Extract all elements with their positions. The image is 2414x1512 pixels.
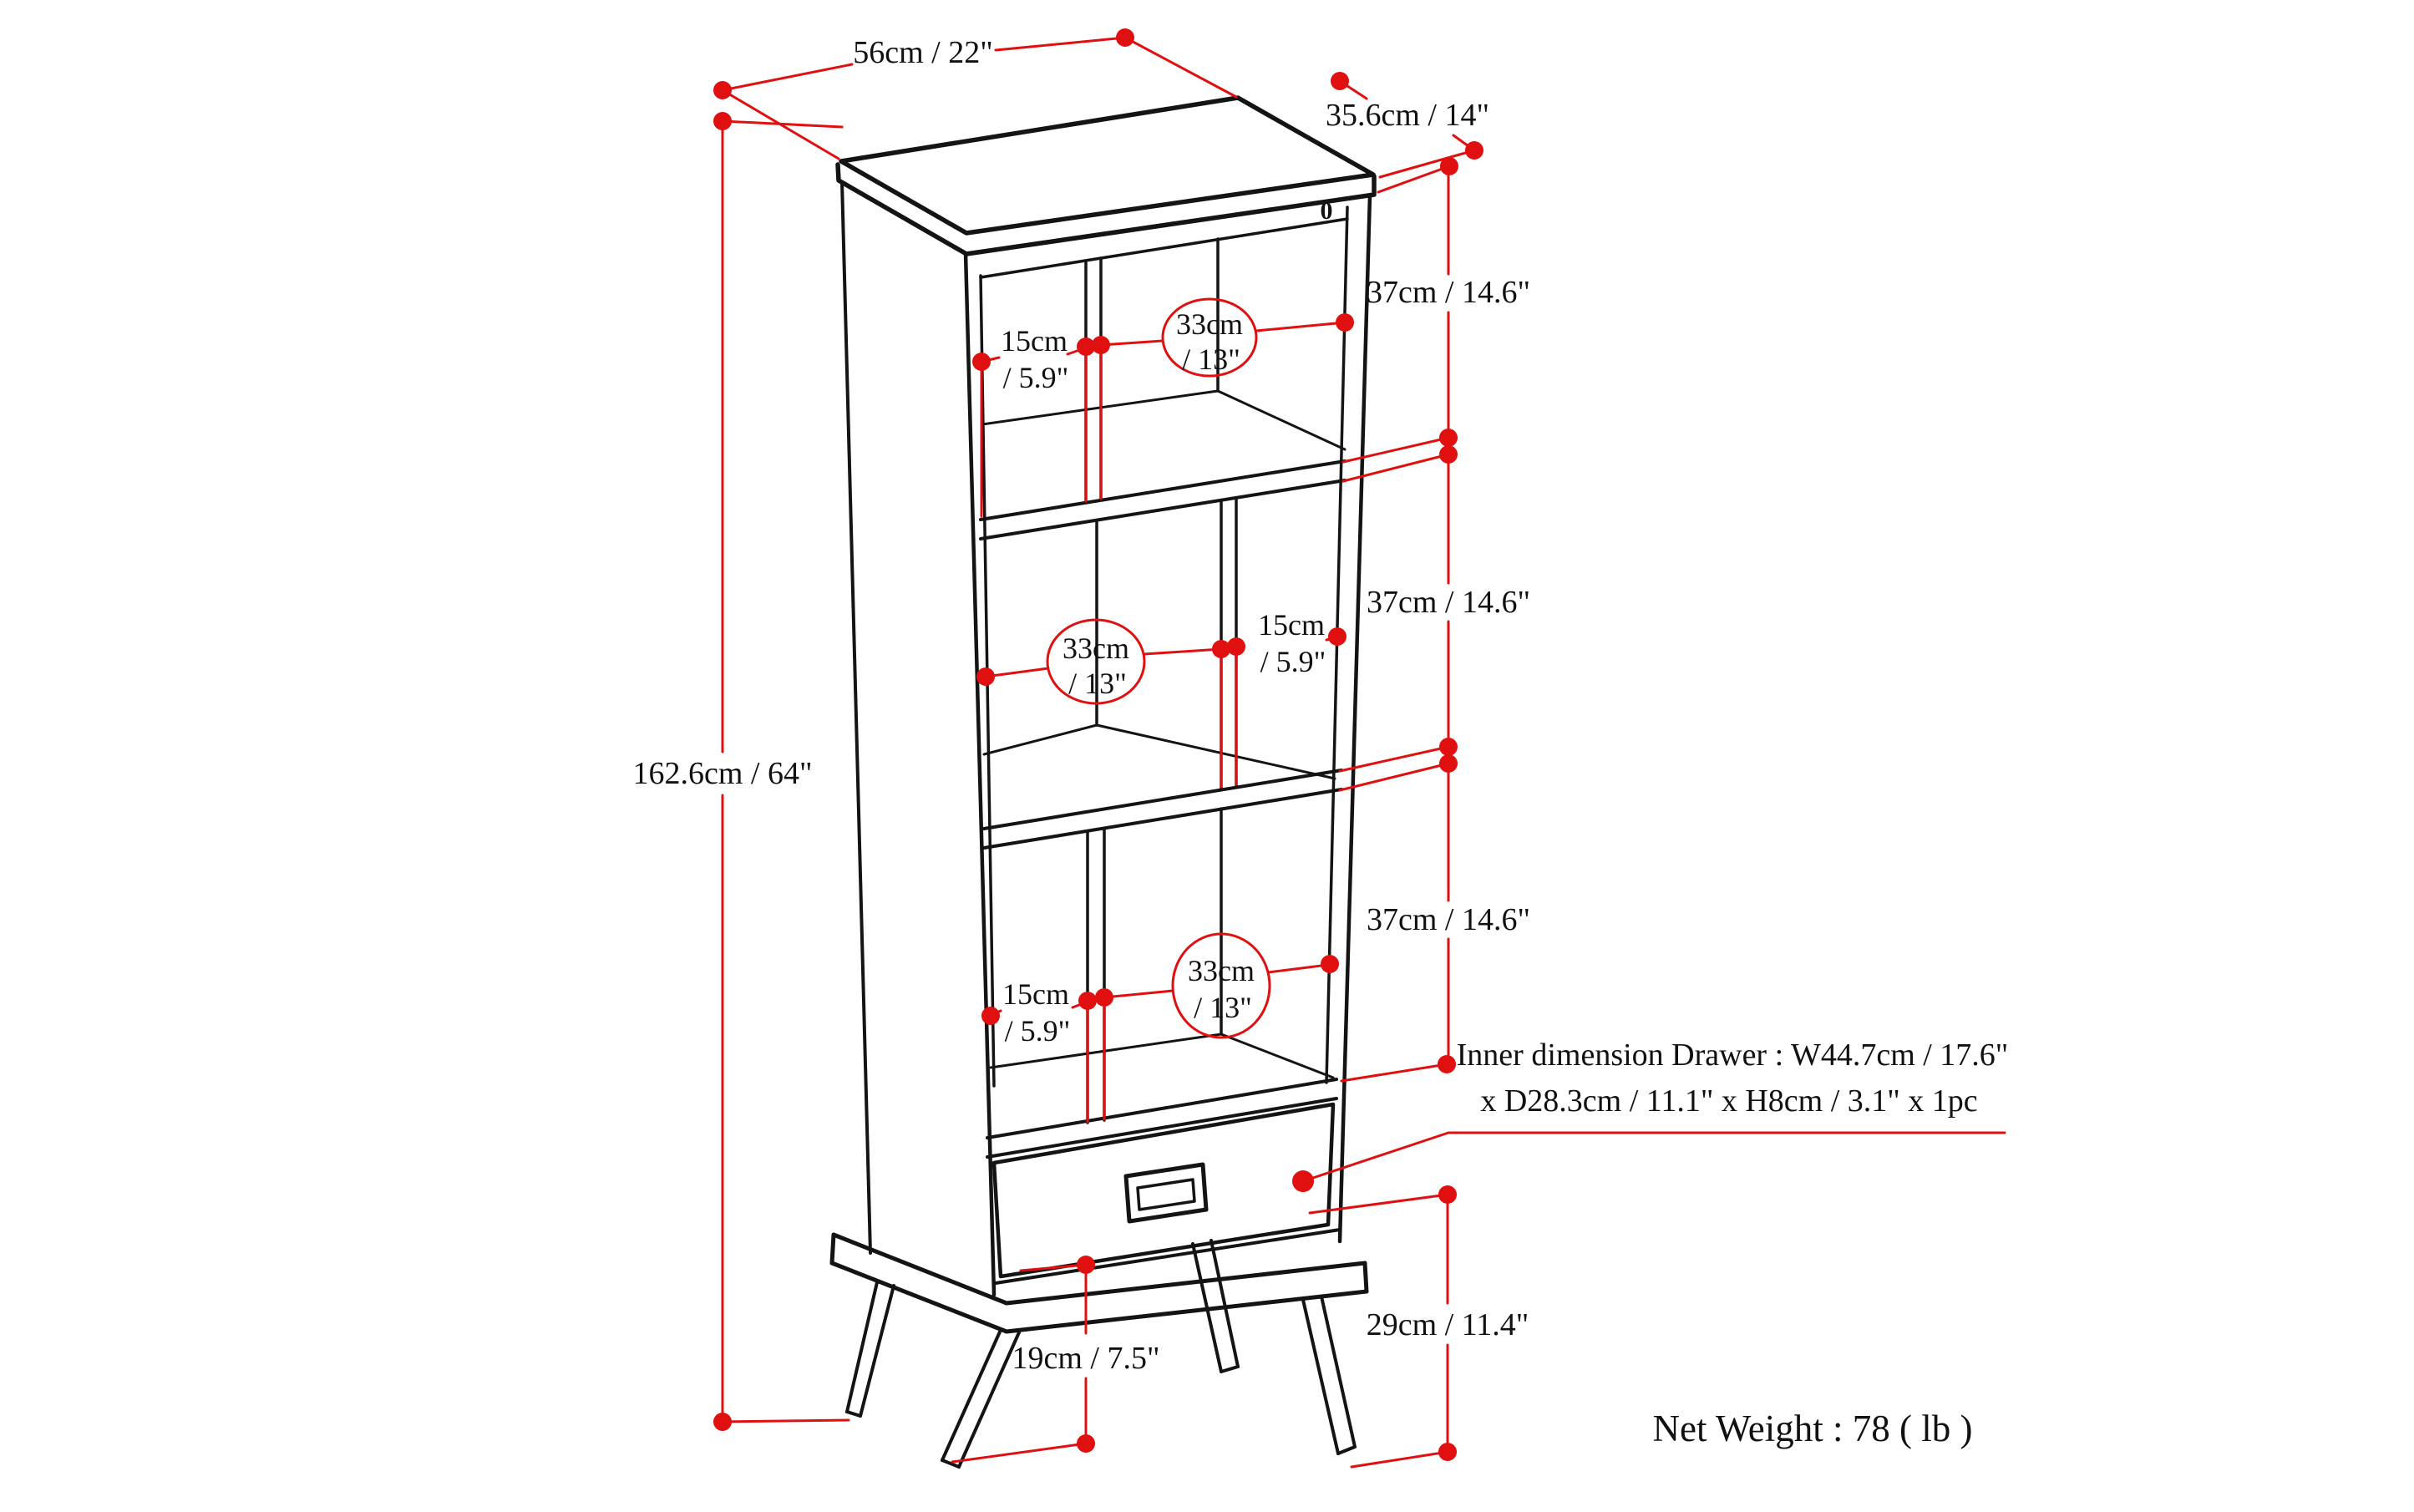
cubby2-opening-width-line2: / 13" xyxy=(1068,667,1127,700)
cubby-bottom-annotations xyxy=(989,932,1330,1124)
base-molding xyxy=(829,1232,1369,1334)
section-height-bottom-label: 37cm / 14.6" xyxy=(1367,902,1530,937)
cubby-middle-interior xyxy=(982,497,1336,790)
leg-back-left xyxy=(845,1281,895,1418)
top-width-label: 56cm / 22" xyxy=(853,35,993,70)
top-panel xyxy=(835,95,1377,256)
cubby3-opening-width-line1: 33cm xyxy=(1188,954,1255,987)
cubby2-opening-width-line1: 33cm xyxy=(1062,632,1129,665)
cubby3-side-width-line1: 15cm xyxy=(1002,977,1069,1011)
cam-lock-mark: 0 xyxy=(1321,197,1333,225)
cubby-bottom-interior xyxy=(989,807,1335,1124)
section-height-middle-label: 37cm / 14.6" xyxy=(1367,585,1530,620)
overall-height-label: 162.6cm / 64" xyxy=(633,756,813,791)
circle-33cm-middle xyxy=(1046,618,1146,705)
drawer-front xyxy=(991,1102,1336,1279)
leg-front-right xyxy=(1301,1295,1357,1455)
cubby3-opening-width-line2: / 13" xyxy=(1194,991,1252,1024)
cubby1-side-width-line2: / 5.9" xyxy=(1003,361,1069,394)
net-weight-label: Net Weight : 78 ( lb ) xyxy=(1653,1408,1973,1449)
dimension-dots xyxy=(713,28,1483,1461)
cubby2-side-width-line1: 15cm xyxy=(1258,608,1325,642)
top-depth-label: 35.6cm / 14" xyxy=(1326,98,1489,133)
cubby1-opening-width-line2: / 13" xyxy=(1182,342,1240,376)
drawer-handle xyxy=(1123,1162,1209,1224)
section-height-dimension-line xyxy=(1338,165,1450,1083)
section-height-top-label: 37cm / 14.6" xyxy=(1367,275,1530,310)
drawer-note-line2: x D28.3cm / 11.1" x H8cm / 3.1" x 1pc xyxy=(1480,1083,1977,1119)
drawer-note-leader xyxy=(1301,1131,2006,1183)
cubby2-side-width-line2: / 5.9" xyxy=(1260,645,1326,678)
leg-front-left xyxy=(941,1328,1021,1469)
overall-height-dimension xyxy=(721,119,850,1423)
leg-clearance-label: 19cm / 7.5" xyxy=(1012,1341,1160,1376)
red-dimension-lines xyxy=(721,36,2006,1469)
bookcase-line-art xyxy=(829,95,1377,1469)
cubby1-opening-width-line1: 33cm xyxy=(1176,307,1243,341)
leg-clearance-dimension xyxy=(951,1263,1088,1464)
cubby3-side-width-line2: / 5.9" xyxy=(1005,1014,1071,1048)
cubby1-side-width-line1: 15cm xyxy=(1001,324,1068,358)
base-height-label: 29cm / 11.4" xyxy=(1367,1307,1529,1342)
legs xyxy=(845,1239,1357,1469)
base-height-dimension xyxy=(1308,1193,1449,1469)
circle-33cm-top xyxy=(1161,297,1258,378)
circle-33cm-bottom xyxy=(1171,932,1271,1039)
drawer-note-line1: Inner dimension Drawer : W44.7cm / 17.6" xyxy=(1457,1038,2009,1073)
leg-back-right xyxy=(1191,1239,1240,1373)
